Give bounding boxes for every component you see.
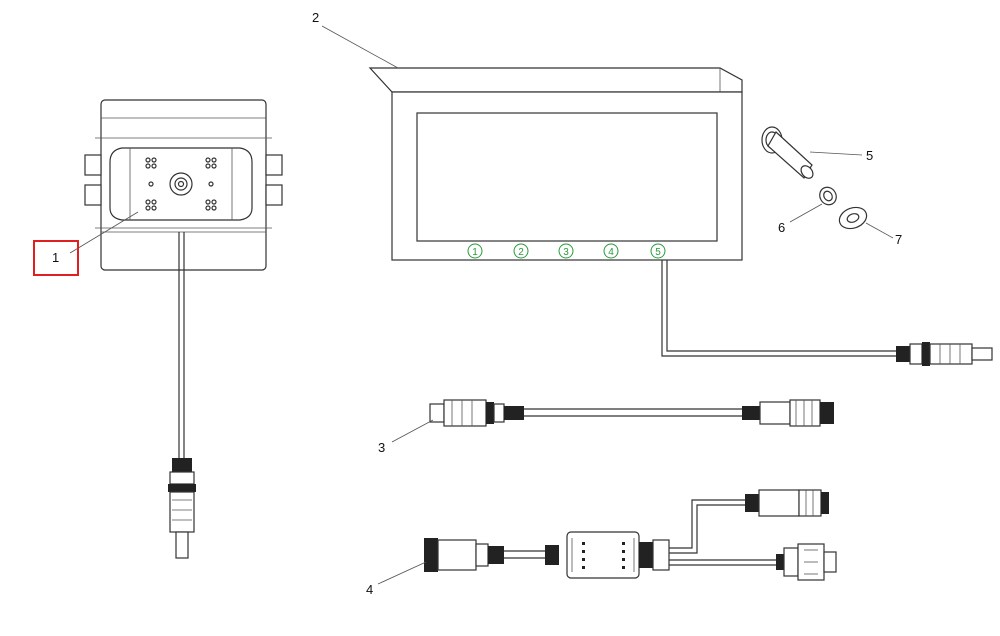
monitor-button-4: 4	[608, 247, 614, 258]
mount-bolt	[761, 126, 863, 179]
washer-large	[838, 206, 894, 239]
callout-3: 3	[378, 440, 385, 455]
callout-1: 1	[52, 250, 59, 265]
callout-7: 7	[895, 232, 902, 247]
callout-1-highlight	[33, 240, 79, 276]
monitor-buttons: 1 2 3 4 5	[467, 243, 666, 259]
monitor-button-1: 1	[472, 247, 478, 258]
junction-box-marks	[582, 542, 625, 569]
callout-4: 4	[366, 582, 373, 597]
splitter-cable	[377, 489, 837, 585]
extension-cable	[391, 399, 834, 443]
ir-led-cluster	[145, 157, 217, 211]
camera	[69, 99, 283, 559]
callout-6: 6	[778, 220, 785, 235]
monitor: 1 2 3 4 5	[321, 25, 993, 366]
monitor-button-3: 3	[563, 247, 569, 258]
callout-5: 5	[866, 148, 873, 163]
monitor-button-2: 2	[518, 247, 524, 258]
monitor-button-5: 5	[655, 247, 661, 258]
callout-2: 2	[312, 10, 319, 25]
washer-small	[789, 186, 837, 223]
